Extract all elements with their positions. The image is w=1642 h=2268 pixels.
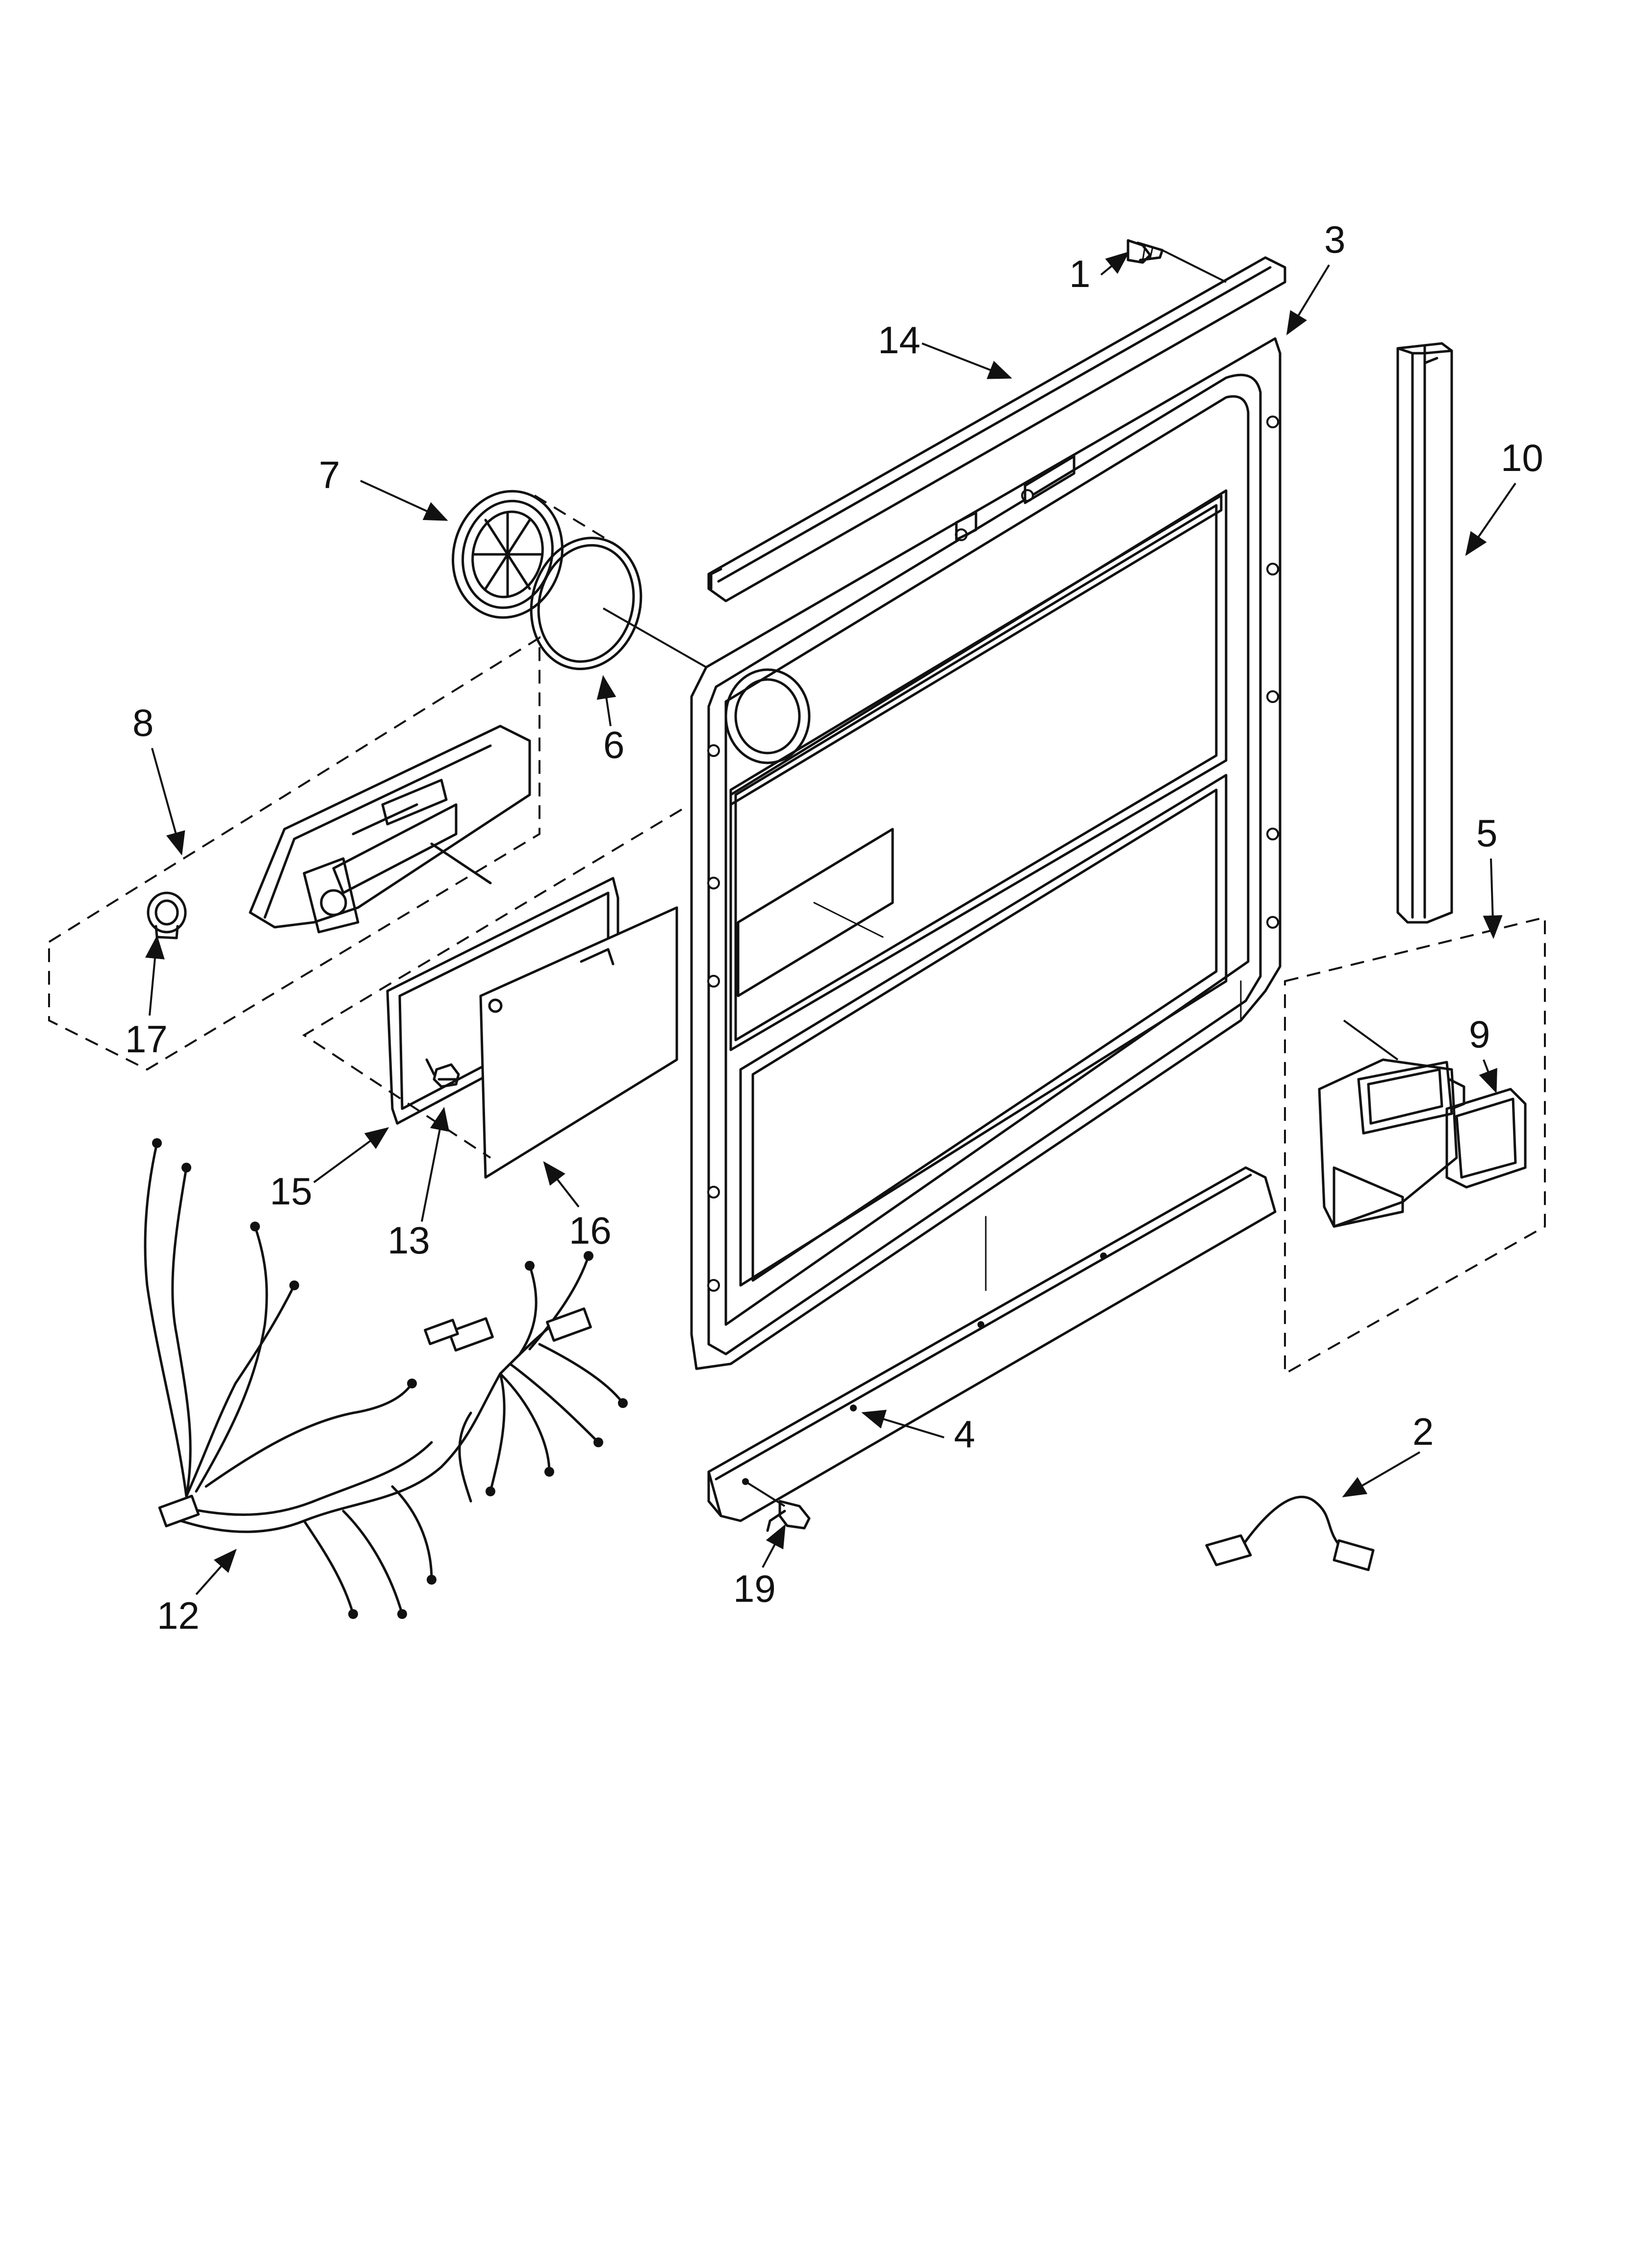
callout-14: 14 — [878, 318, 921, 362]
leader-4 — [861, 1409, 945, 1438]
top-trim-strip — [707, 256, 1286, 602]
screw-13 — [425, 1058, 460, 1088]
door-latch-assembly — [1318, 1019, 1527, 1228]
leader-7 — [360, 480, 448, 521]
inner-door-panel — [690, 337, 1282, 1370]
leader-9 — [1479, 1059, 1497, 1094]
leader-13 — [421, 1107, 450, 1222]
leader-1 — [1100, 251, 1130, 276]
vent-assembly — [452, 490, 707, 670]
leader-3 — [1286, 264, 1330, 336]
leader-16 — [543, 1161, 580, 1208]
screw-19 — [744, 1481, 811, 1532]
leader-8 — [151, 748, 185, 856]
leader-19 — [762, 1524, 786, 1568]
leader-5 — [1483, 858, 1503, 939]
assembly-group-outlines — [48, 636, 1546, 1376]
callout-8: 8 — [132, 701, 154, 744]
callout-19: 19 — [733, 1567, 776, 1610]
callout-1: 1 — [1069, 252, 1090, 295]
callout-12: 12 — [157, 1594, 200, 1637]
callout-9: 9 — [1469, 1013, 1490, 1056]
callout-4: 4 — [954, 1412, 975, 1456]
bottom-trim-strip — [707, 1166, 1277, 1522]
leader-2 — [1342, 1451, 1421, 1498]
detergent-dispenser-assembly — [147, 725, 531, 939]
panel-gasket-and-insulation — [386, 877, 678, 1179]
side-trim-strip — [1396, 342, 1453, 924]
door-screw-holes — [707, 416, 1279, 1292]
callout-16: 16 — [569, 1209, 612, 1252]
callouts: 1 3 14 7 10 6 8 5 17 9 15 13 16 2 4 19 1 — [125, 218, 1543, 1637]
callout-15: 15 — [270, 1170, 312, 1213]
leader-17 — [145, 935, 165, 1016]
leader-10 — [1465, 482, 1516, 556]
callout-5: 5 — [1476, 811, 1497, 855]
wire-harness — [144, 1138, 628, 1619]
callout-3: 3 — [1324, 218, 1345, 261]
callout-17: 17 — [125, 1017, 168, 1061]
callout-13: 13 — [387, 1219, 430, 1262]
leader-6 — [596, 675, 616, 727]
jumper-wire — [1205, 1495, 1375, 1571]
screw-1 — [1127, 239, 1227, 283]
callout-10: 10 — [1501, 436, 1543, 479]
callout-2: 2 — [1412, 1410, 1434, 1453]
leader-12 — [195, 1549, 237, 1595]
leader-15 — [313, 1127, 389, 1183]
callout-6: 6 — [603, 723, 624, 766]
callout-7: 7 — [319, 453, 340, 496]
leader-14 — [922, 342, 1012, 379]
